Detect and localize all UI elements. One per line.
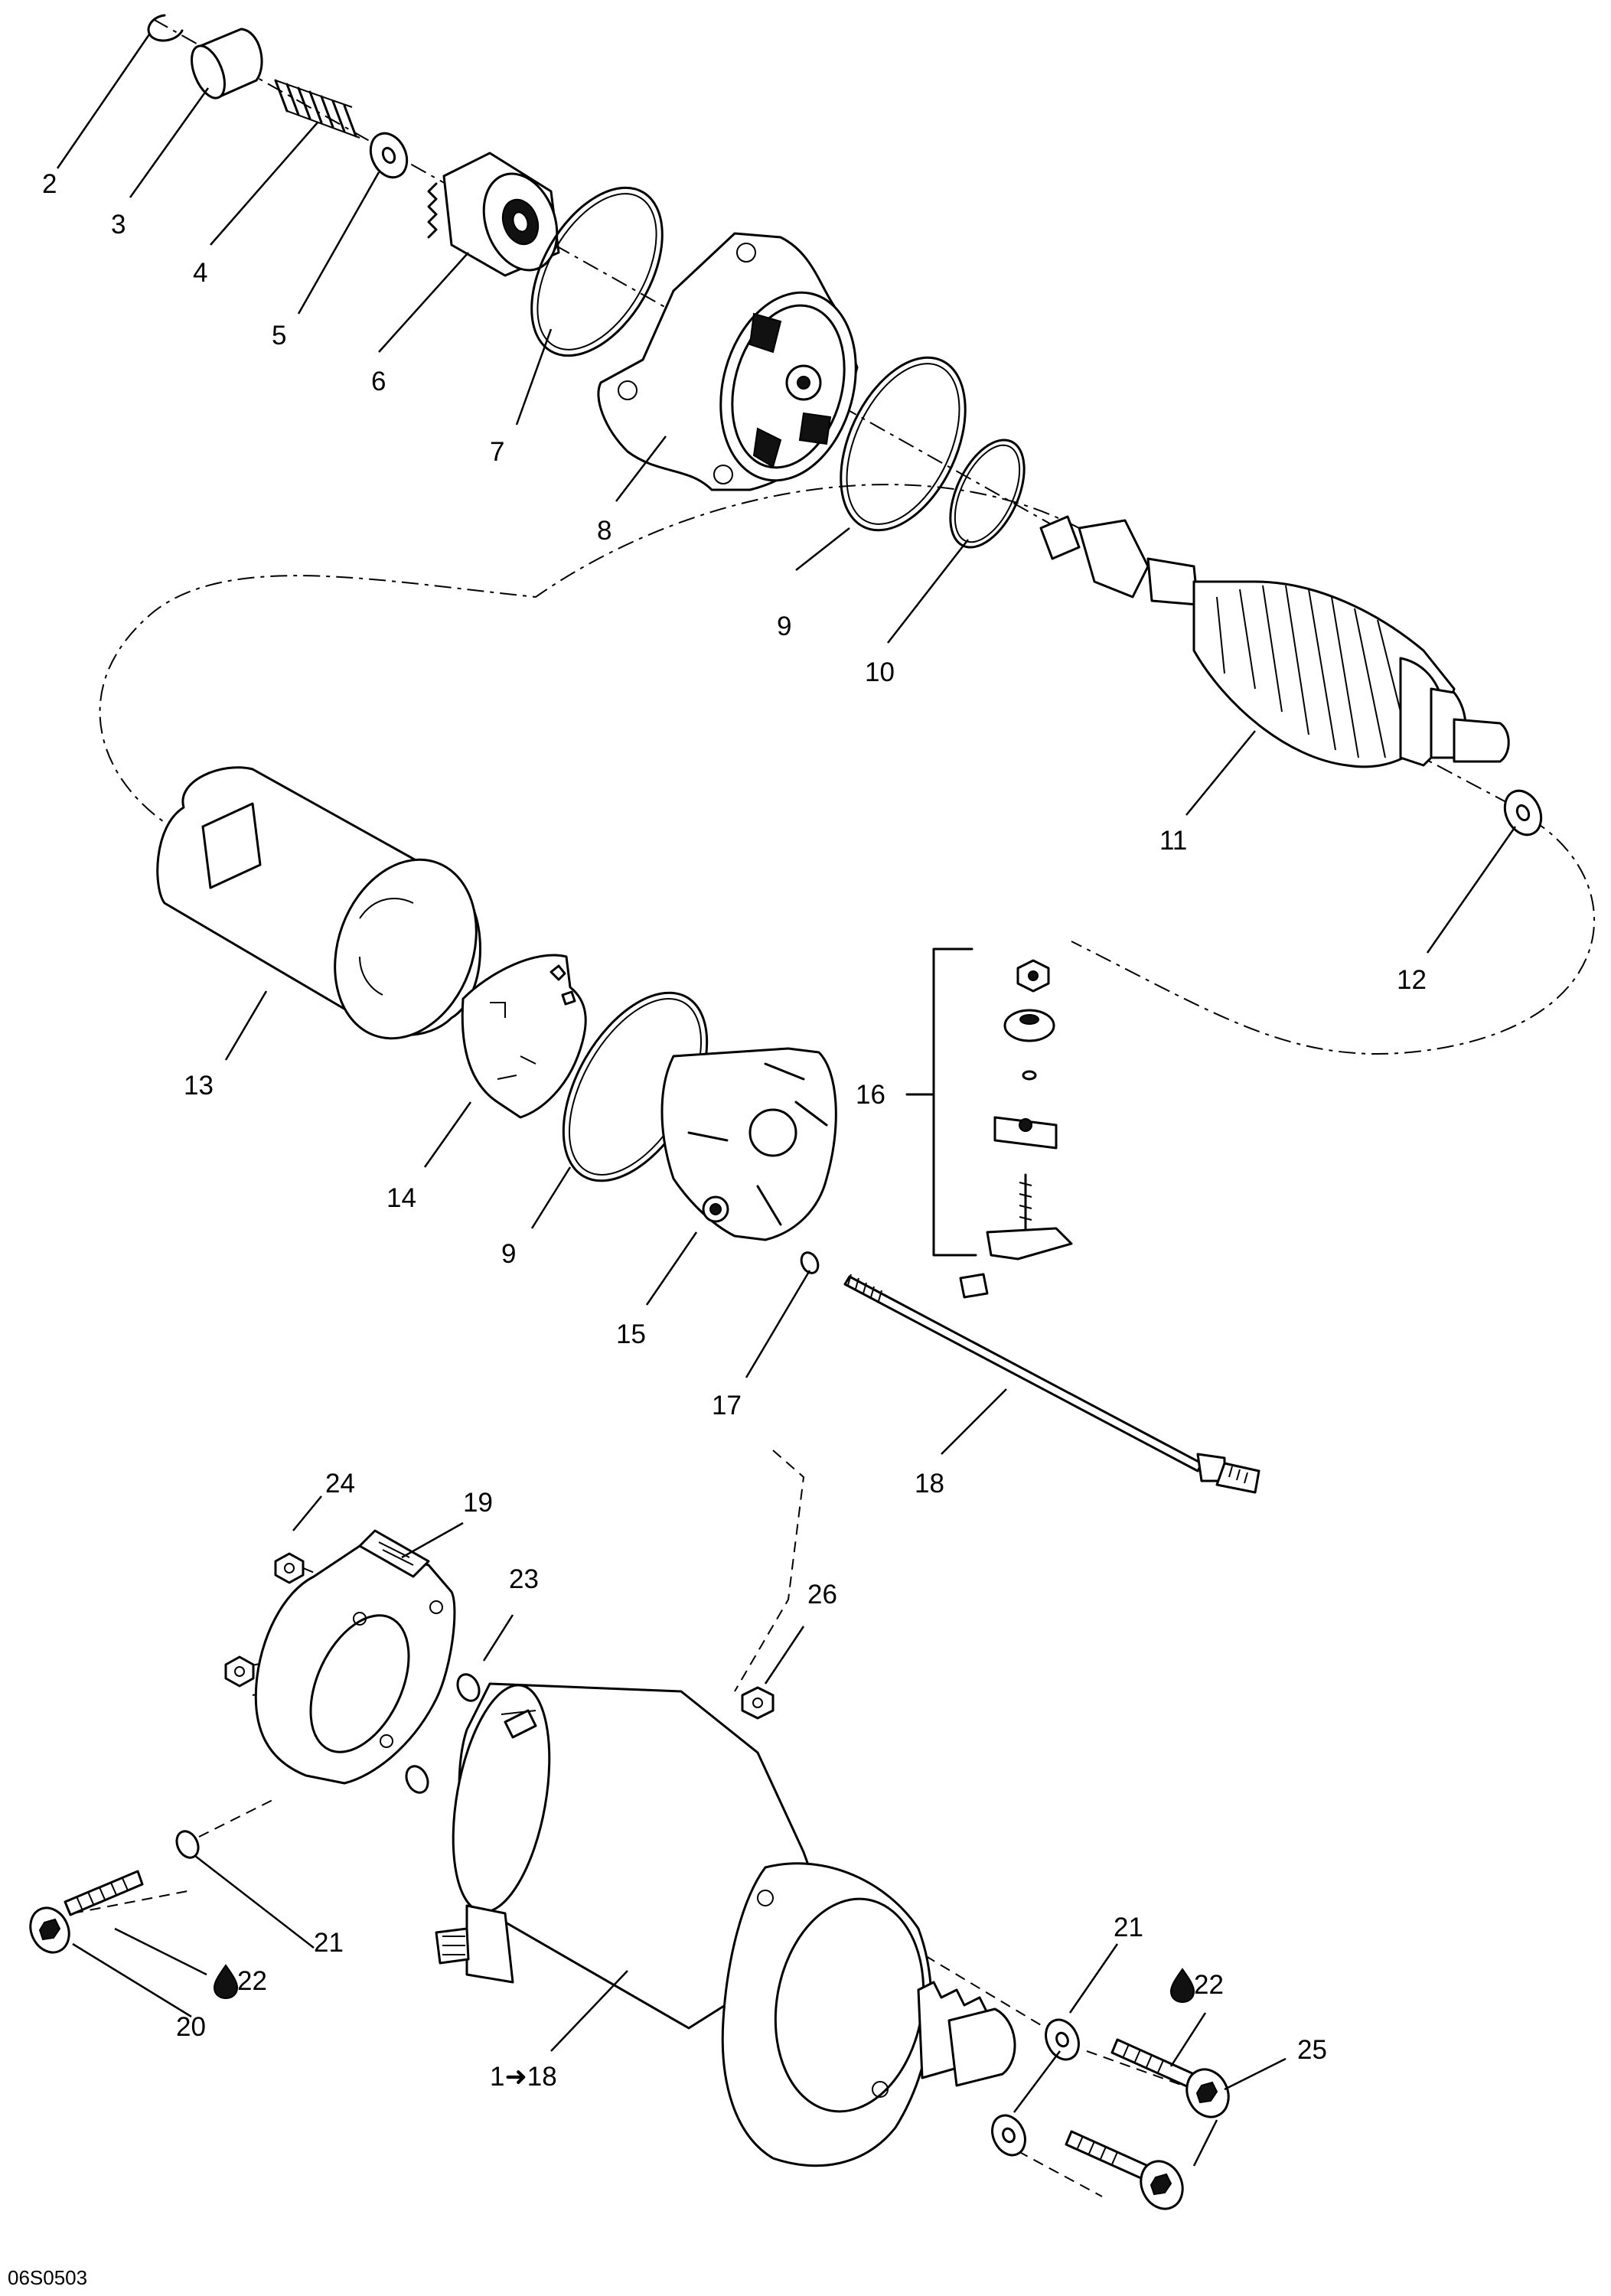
part-13-yoke xyxy=(156,766,481,1040)
part-9-o-ring-upper xyxy=(840,356,967,532)
leader-lines xyxy=(56,34,1517,2167)
callout-2: 2 xyxy=(42,169,57,199)
callout-4: 4 xyxy=(193,258,207,288)
part-11-armature xyxy=(1039,515,1510,768)
part-3-sleeve xyxy=(191,28,263,99)
part-23-washers xyxy=(175,1673,481,1859)
callout-23: 23 xyxy=(509,1564,539,1594)
callout-10: 10 xyxy=(865,657,895,687)
part-19-mounting-bracket xyxy=(254,1529,456,1785)
part-10-o-ring xyxy=(949,439,1026,549)
part-15-end-cover xyxy=(660,1047,837,1241)
part-12-washer xyxy=(1503,789,1543,837)
part-16-terminal-kit xyxy=(905,947,1073,1299)
part-18-through-bolt xyxy=(843,1274,1260,1494)
callout-5: 5 xyxy=(272,321,286,351)
callout-21-left: 21 xyxy=(314,1928,344,1958)
callout-26: 26 xyxy=(807,1580,837,1609)
callout-20: 20 xyxy=(176,2012,206,2042)
callout-7: 7 xyxy=(490,437,504,467)
callout-21-right: 21 xyxy=(1114,1913,1143,1942)
callout-6: 6 xyxy=(371,367,386,396)
callout-13: 13 xyxy=(184,1071,214,1101)
callout-1-to-18: 1➜18 xyxy=(490,2062,557,2092)
drop-icon xyxy=(213,1964,239,2000)
callout-9-upper: 9 xyxy=(777,612,791,641)
callout-18: 18 xyxy=(915,1469,944,1499)
part-5-washer xyxy=(369,132,409,179)
part-4-spring xyxy=(274,79,360,139)
callout-16: 16 xyxy=(856,1080,885,1110)
callout-17: 17 xyxy=(712,1391,742,1420)
callout-14: 14 xyxy=(386,1183,416,1213)
drop-icon xyxy=(1169,1968,1195,2004)
callout-11: 11 xyxy=(1159,826,1187,856)
callout-15: 15 xyxy=(616,1319,646,1349)
part-24-nuts xyxy=(224,1552,305,1688)
part-6-drive-pinion xyxy=(427,152,560,277)
callout-12: 12 xyxy=(1397,965,1427,995)
starter-motor-assembly xyxy=(435,1682,1016,2167)
callout-22-left: 22 xyxy=(237,1966,267,1996)
callout-25: 25 xyxy=(1297,2035,1327,2065)
callout-9-lower: 9 xyxy=(501,1239,516,1269)
part-14-brush-holder xyxy=(461,954,587,1119)
part-17-o-ring xyxy=(800,1251,820,1274)
callout-24: 24 xyxy=(325,1469,355,1499)
part-8-drive-housing xyxy=(597,232,859,491)
part-25-screws xyxy=(1065,2038,1230,2210)
callout-19: 19 xyxy=(463,1488,493,1518)
diagram-code: 06S0503 xyxy=(8,2266,87,2289)
part-21-washers-right xyxy=(991,2018,1080,2157)
part-20-screw xyxy=(29,1870,144,1954)
part-2-retaining-ring xyxy=(147,14,184,42)
part-7-o-ring xyxy=(530,186,664,357)
callout-8: 8 xyxy=(597,516,611,546)
callout-labels: 2 3 4 5 6 7 8 9 10 11 12 13 14 9 15 16 1… xyxy=(42,169,1427,2092)
callout-3: 3 xyxy=(111,210,126,240)
callout-22-right: 22 xyxy=(1194,1970,1224,2000)
part-26-nut xyxy=(741,1686,775,1720)
